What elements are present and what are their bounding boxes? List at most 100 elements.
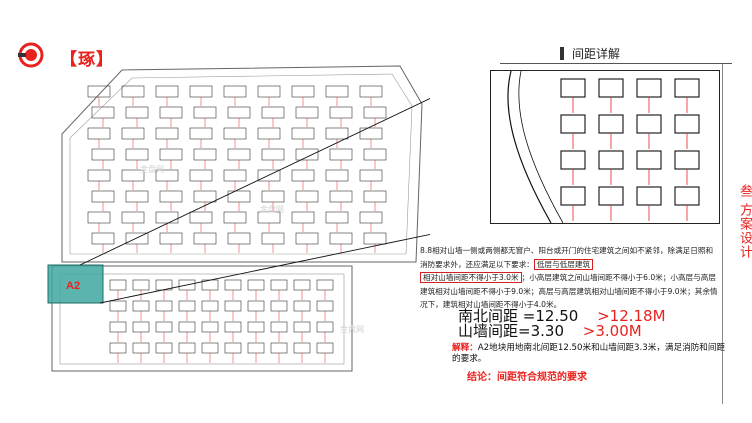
- block-a2-label: A2: [66, 280, 80, 292]
- building-footprint: [291, 211, 315, 224]
- building-footprint: [223, 169, 247, 182]
- lower-building-grid: [109, 279, 334, 354]
- brand-label: 【琢】: [60, 50, 114, 70]
- regulation-highlight-1: 低层与低层建筑: [533, 258, 594, 270]
- building-footprint: [223, 211, 247, 224]
- building-footprint: [316, 342, 334, 354]
- watermark: 金盘网: [140, 164, 164, 174]
- block-a2-highlight: [47, 264, 104, 304]
- detail-building: [674, 114, 700, 134]
- building-footprint: [363, 148, 387, 161]
- building-footprint: [291, 169, 315, 182]
- building-footprint: [363, 106, 387, 119]
- north-south-requirement: >12.18M: [597, 307, 666, 325]
- building-footprint: [91, 106, 115, 119]
- building-footprint: [316, 279, 334, 291]
- building-footprint: [329, 106, 353, 119]
- building-footprint: [293, 342, 311, 354]
- detail-building: [636, 78, 662, 98]
- gable-label: 山墙间距: [458, 322, 519, 340]
- side-panel: 叁 方案设计: [722, 64, 752, 404]
- building-footprint: [316, 300, 334, 312]
- building-footprint: [87, 85, 111, 98]
- building-footprint: [295, 190, 319, 203]
- building-footprint: [359, 85, 383, 98]
- building-footprint: [109, 279, 127, 291]
- building-footprint: [201, 321, 219, 333]
- building-footprint: [178, 300, 196, 312]
- leader-line-bottom: [99, 234, 430, 304]
- detail-building: [560, 114, 586, 134]
- building-footprint: [121, 127, 145, 140]
- gable-requirement: >3.00M: [582, 322, 642, 340]
- building-footprint: [329, 148, 353, 161]
- building-footprint: [155, 342, 173, 354]
- spacing-regulation-text: 8.8相对山墙一侧或两侧都无窗户、阳台或开门的住宅建筑之间如不紧邻，除满足日照和…: [420, 244, 720, 312]
- upper-building-grid: [87, 85, 387, 245]
- building-footprint: [125, 148, 149, 161]
- building-footprint: [329, 232, 353, 245]
- regulation-intro: 8.8相对山墙一侧或两侧都无窗户、阳台或开门的住宅建筑之间如不紧邻，除满足日照和…: [420, 246, 714, 269]
- building-footprint: [224, 300, 242, 312]
- building-footprint: [178, 342, 196, 354]
- detail-building: [598, 78, 624, 98]
- building-footprint: [359, 127, 383, 140]
- regulation-highlight-2: 相对山墙间距不得小于3.0米: [420, 272, 522, 284]
- building-footprint: [261, 148, 285, 161]
- building-footprint: [189, 169, 213, 182]
- building-footprint: [159, 106, 183, 119]
- building-footprint: [109, 300, 127, 312]
- detail-building: [636, 186, 662, 206]
- building-footprint: [295, 106, 319, 119]
- building-footprint: [325, 211, 349, 224]
- building-footprint: [291, 85, 315, 98]
- conclusion: 结论：间距符合规范的要求: [467, 372, 587, 383]
- building-footprint: [87, 127, 111, 140]
- building-footprint: [125, 106, 149, 119]
- detail-building: [598, 114, 624, 134]
- leader-line-top: [79, 98, 430, 266]
- building-footprint: [121, 211, 145, 224]
- north-south-label: 南北间距: [458, 307, 519, 325]
- building-footprint: [270, 342, 288, 354]
- north-south-spacing: 南北间距 =12.50 >12.18M: [458, 305, 666, 326]
- upper-parcel-outline: [61, 65, 423, 263]
- building-footprint: [363, 190, 387, 203]
- building-footprint: [87, 169, 111, 182]
- header-divider: [500, 63, 732, 64]
- building-footprint: [247, 300, 265, 312]
- north-south-value: =12.50: [522, 307, 579, 325]
- detail-building: [560, 78, 586, 98]
- building-footprint: [257, 127, 281, 140]
- site-plan-drawing: A2 金盘网 金盘网 金盘网: [47, 65, 430, 372]
- building-footprint: [261, 106, 285, 119]
- building-footprint: [325, 85, 349, 98]
- detail-building: [674, 150, 700, 170]
- building-footprint: [247, 279, 265, 291]
- building-footprint: [295, 148, 319, 161]
- building-footprint: [132, 342, 150, 354]
- detail-building: [598, 150, 624, 170]
- building-footprint: [291, 127, 315, 140]
- spacing-detail-view: [490, 70, 720, 224]
- logo-icon: [18, 42, 44, 68]
- explanation-label: 解释：: [452, 343, 478, 353]
- building-footprint: [227, 148, 251, 161]
- building-footprint: [247, 321, 265, 333]
- building-footprint: [247, 342, 265, 354]
- building-footprint: [325, 127, 349, 140]
- building-footprint: [224, 321, 242, 333]
- building-footprint: [91, 148, 115, 161]
- building-footprint: [121, 85, 145, 98]
- building-footprint: [109, 342, 127, 354]
- watermark: 金盘网: [260, 204, 284, 214]
- building-footprint: [270, 321, 288, 333]
- building-footprint: [125, 190, 149, 203]
- building-footprint: [227, 106, 251, 119]
- upper-dimension-lines: [98, 97, 376, 253]
- building-footprint: [295, 232, 319, 245]
- detail-road-curve: [507, 71, 552, 223]
- detail-building: [560, 186, 586, 206]
- detail-building: [598, 186, 624, 206]
- building-footprint: [270, 300, 288, 312]
